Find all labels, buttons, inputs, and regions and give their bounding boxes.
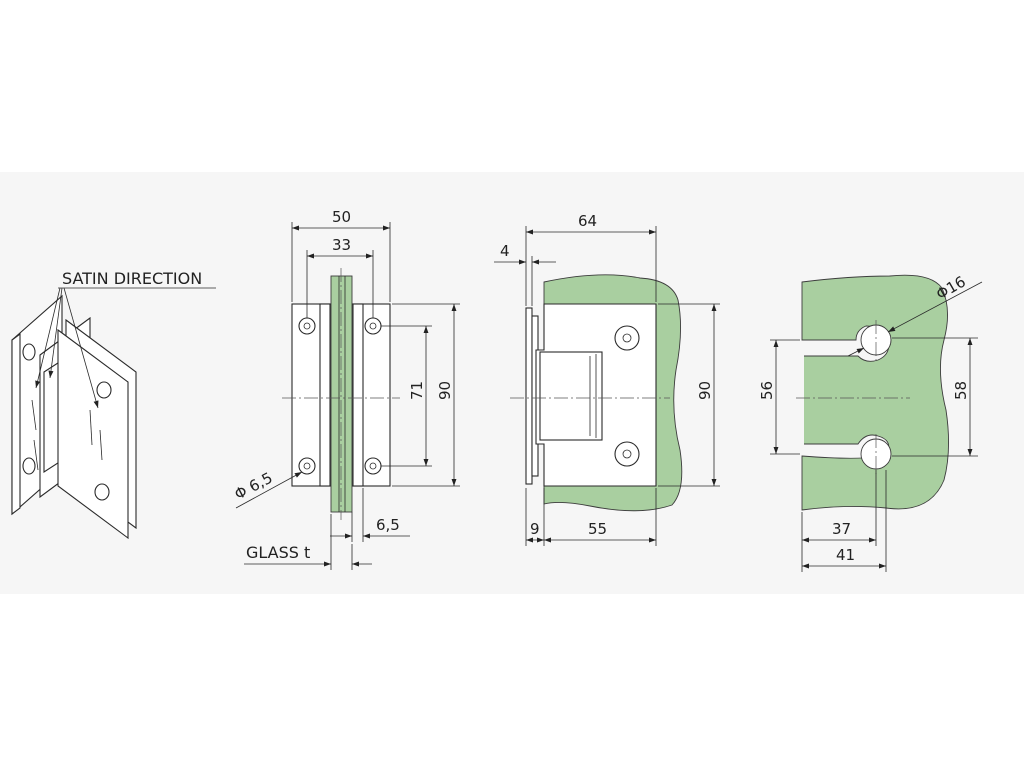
dim-71: 71 <box>408 381 426 400</box>
wall-plate-edge <box>11 332 21 516</box>
front-hole-tr <box>364 317 382 335</box>
dim-6-5: 6,5 <box>376 516 400 534</box>
dim-9: 9 <box>530 520 540 538</box>
satin-direction-label: SATIN DIRECTION <box>62 269 202 288</box>
dim-90-front: 90 <box>436 381 454 400</box>
dim-41: 41 <box>836 546 855 564</box>
wall-plate-hole-bottom <box>22 457 36 475</box>
dim-4: 4 <box>500 242 510 260</box>
dim-55: 55 <box>588 520 607 538</box>
front-hole-bl <box>298 457 316 475</box>
front-view: 50 33 71 90 Φ 6,5 6,5 <box>231 208 460 570</box>
isometric-hinge-view: SATIN DIRECTION <box>11 269 216 540</box>
side-hole-top <box>614 325 640 351</box>
side-hinge-knuckle <box>539 351 603 441</box>
dim-37: 37 <box>832 520 851 538</box>
clamp-hole-top <box>96 381 112 399</box>
wall-plate-hole-top <box>22 343 36 361</box>
clamp-hole-bottom <box>94 483 110 501</box>
glass-clamp-front <box>57 328 129 540</box>
dim-90-side: 90 <box>696 381 714 400</box>
side-hole-bottom <box>614 441 640 467</box>
side-wall-plate <box>525 307 533 485</box>
glass-cutout-view: Φ16 56 58 37 41 <box>758 272 983 572</box>
dim-33: 33 <box>332 236 351 254</box>
front-hole-br <box>364 457 382 475</box>
side-view: 64 4 90 9 55 <box>494 212 720 546</box>
dim-64: 64 <box>578 212 597 230</box>
glass-cutout-panel <box>801 274 950 511</box>
dim-58: 58 <box>952 381 970 400</box>
dim-50: 50 <box>332 208 351 226</box>
cover-plate-right <box>352 303 364 487</box>
front-hole-tl <box>298 317 316 335</box>
dim-56: 56 <box>758 381 776 400</box>
glass-thickness-label: GLASS t <box>246 543 310 562</box>
cover-plate-left <box>319 303 331 487</box>
glass-panel-section <box>330 275 353 513</box>
